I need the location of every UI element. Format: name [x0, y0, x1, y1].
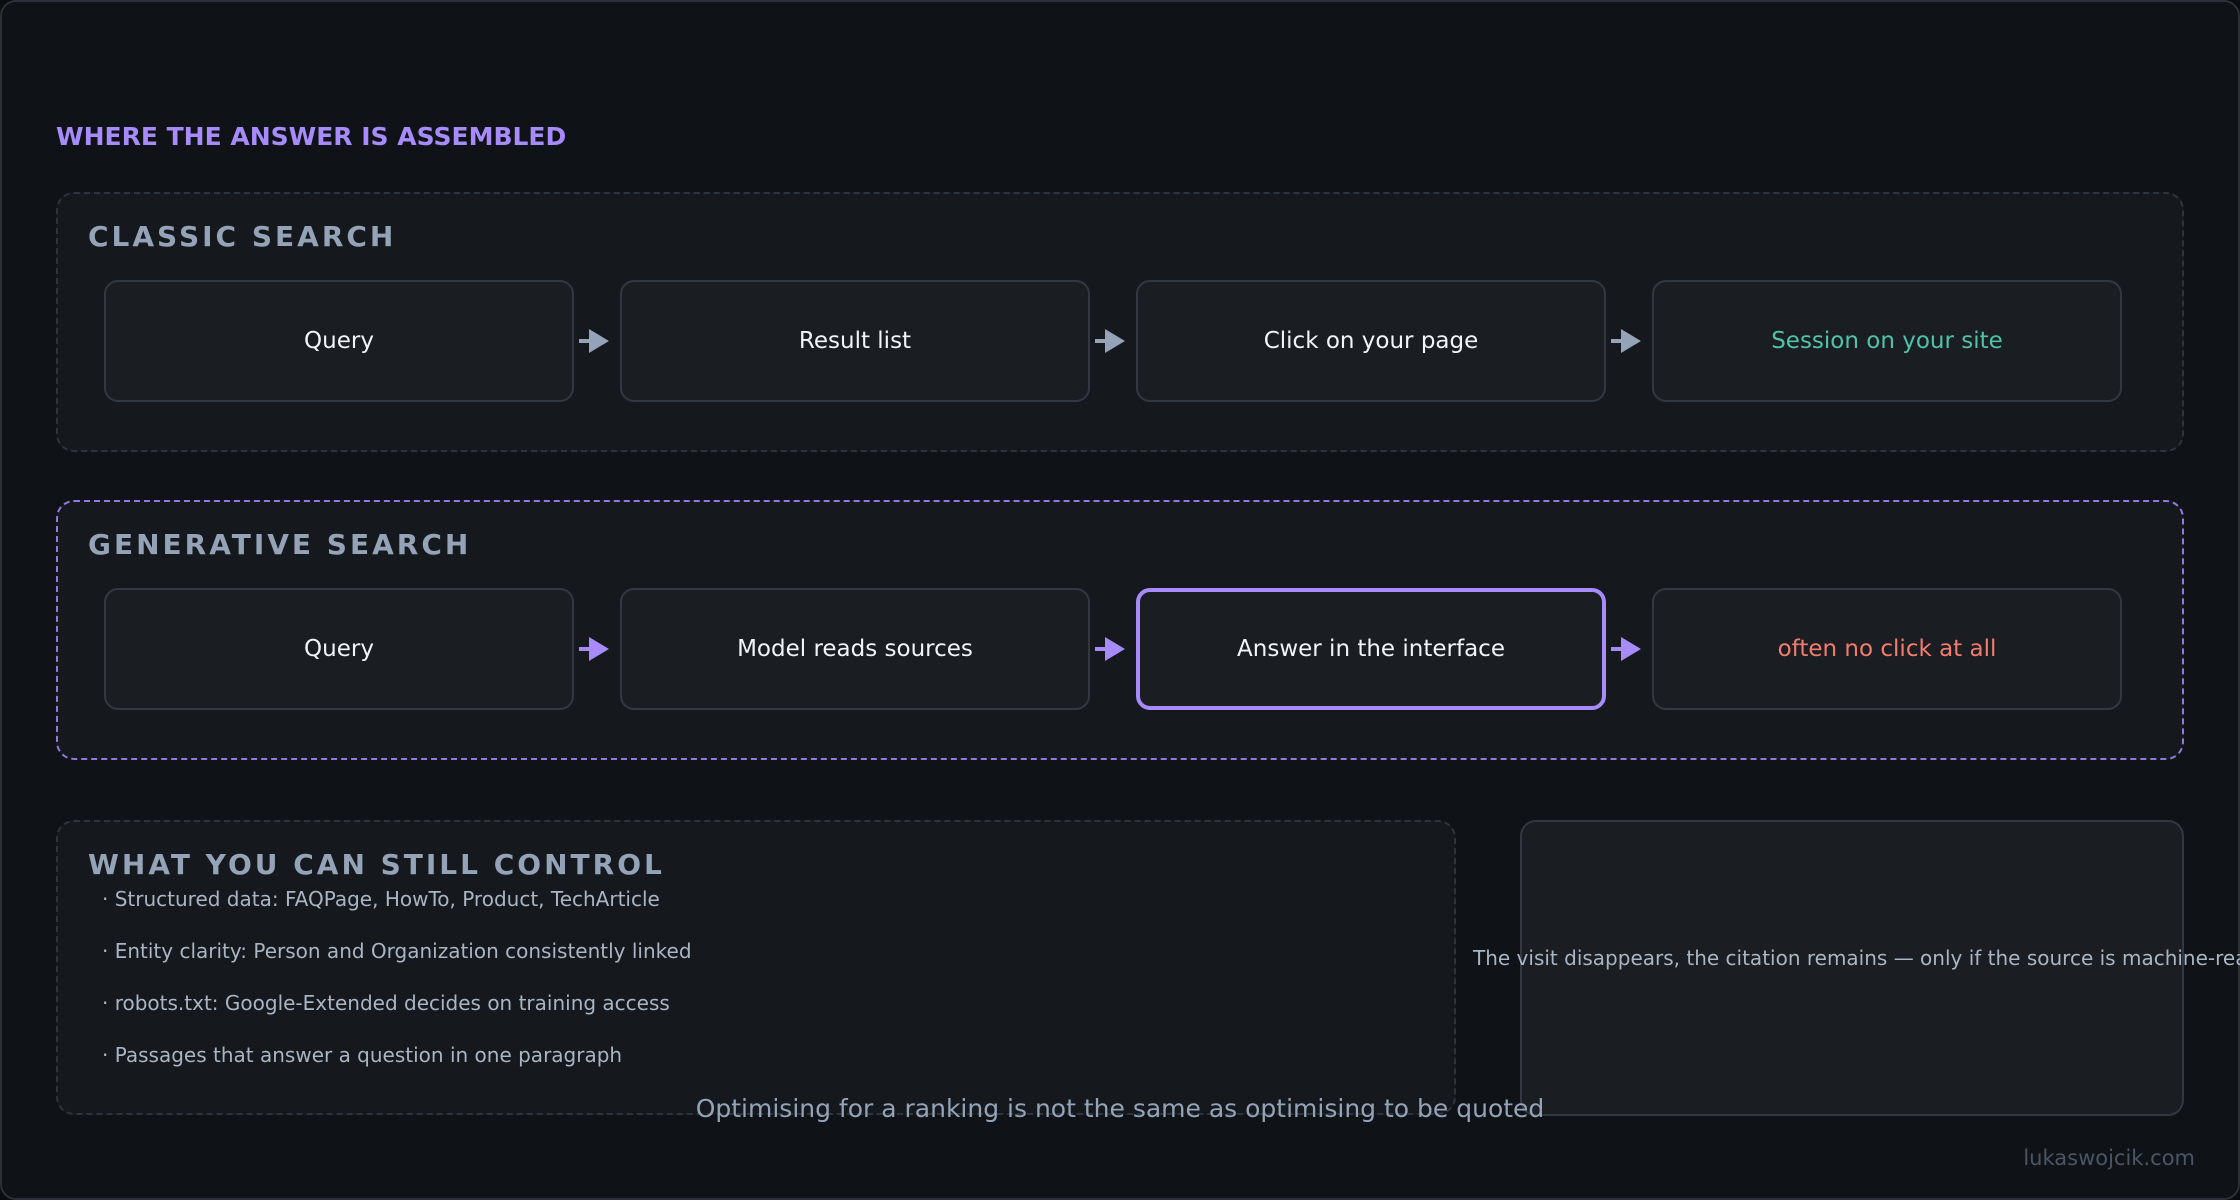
- generative-search-panel: GENERATIVE SEARCH Query Model reads sour…: [56, 500, 2184, 760]
- diagram-heading: WHERE THE ANSWER IS ASSEMBLED: [56, 122, 567, 151]
- classic-step-result-list: Result list: [620, 280, 1090, 402]
- generative-step-answer: Answer in the interface: [1136, 588, 1606, 710]
- generative-step-query: Query: [104, 588, 574, 710]
- classic-search-panel: CLASSIC SEARCH Query Result list Click o…: [56, 192, 2184, 452]
- control-item-robots-txt: · robots.txt: Google-Extended decides on…: [102, 991, 670, 1015]
- note-box: [1520, 820, 2184, 1116]
- classic-step-session: Session on your site: [1652, 280, 2122, 402]
- arrow-right-icon: [1095, 329, 1125, 353]
- control-list: · Structured data: FAQPage, HowTo, Produ…: [102, 884, 692, 1092]
- arrow-right-icon: [1611, 329, 1641, 353]
- control-item-passages: · Passages that answer a question in one…: [102, 1043, 623, 1067]
- footer-credit: lukaswojcik.com: [2023, 1146, 2195, 1170]
- generative-step-no-click: often no click at all: [1652, 588, 2122, 710]
- classic-search-title: CLASSIC SEARCH: [88, 220, 397, 253]
- generative-search-title: GENERATIVE SEARCH: [88, 528, 472, 561]
- generative-step-model: Model reads sources: [620, 588, 1090, 710]
- tagline: Optimising for a ranking is not the same…: [695, 1094, 1545, 1123]
- classic-step-query: Query: [104, 280, 574, 402]
- control-item-entity-clarity: · Entity clarity: Person and Organizatio…: [102, 939, 692, 963]
- note-text: The visit disappears, the citation remai…: [1473, 946, 2240, 970]
- classic-step-click: Click on your page: [1136, 280, 1606, 402]
- control-item-structured-data: · Structured data: FAQPage, HowTo, Produ…: [102, 887, 660, 911]
- arrow-right-icon: [579, 329, 609, 353]
- arrow-right-icon: [579, 637, 609, 661]
- arrow-right-icon: [1095, 637, 1125, 661]
- arrow-right-icon: [1611, 637, 1641, 661]
- control-panel: WHAT YOU CAN STILL CONTROL · Structured …: [56, 820, 1456, 1115]
- control-title: WHAT YOU CAN STILL CONTROL: [88, 848, 665, 881]
